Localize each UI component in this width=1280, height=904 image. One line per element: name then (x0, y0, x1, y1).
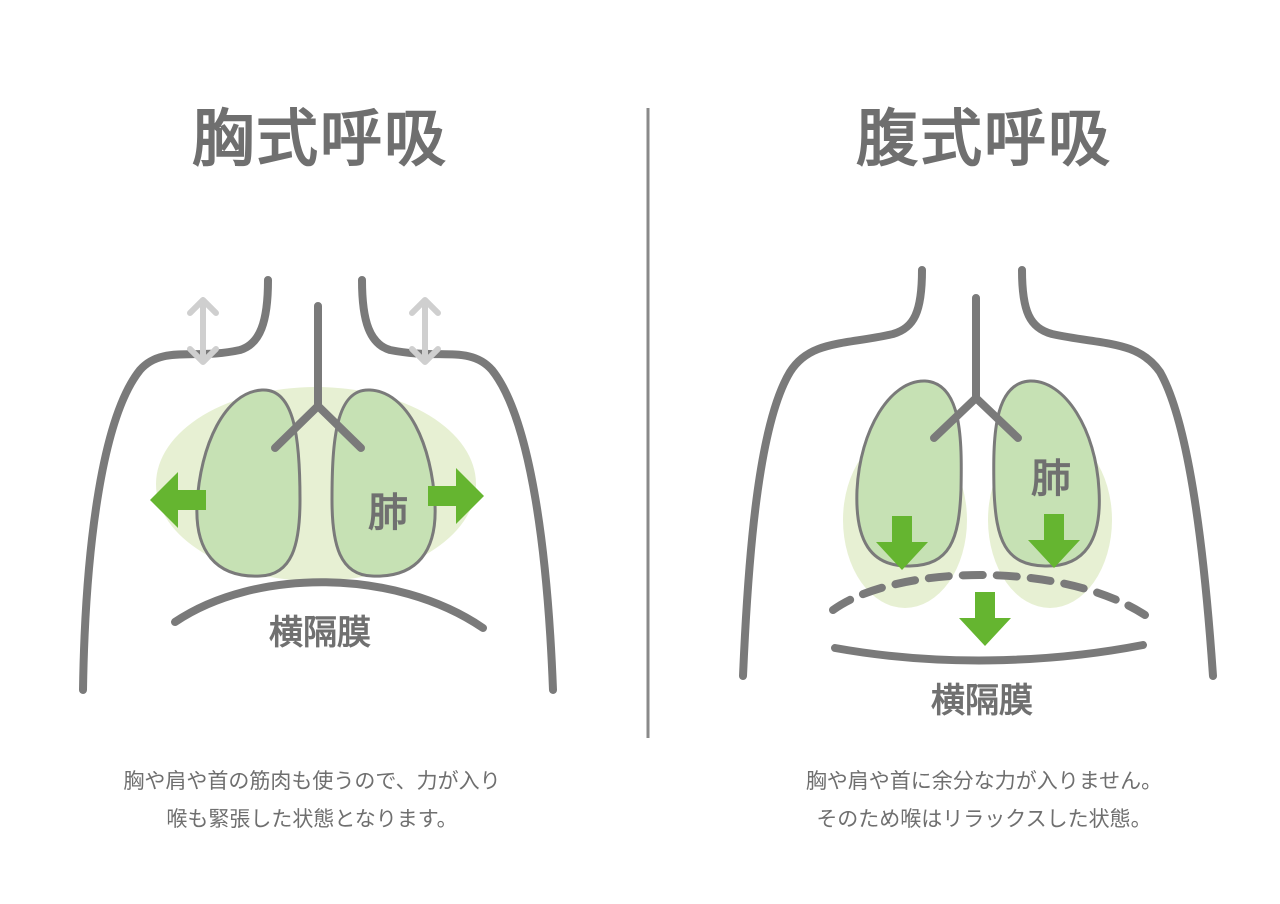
shoulder-up-down-arrow-icon (187, 297, 441, 365)
diaphragm-label-right: 横隔膜 (931, 681, 1033, 721)
diaphragm-right (831, 641, 1147, 665)
left-lung (195, 388, 302, 578)
down-arrow-icon-left-lung (876, 516, 928, 570)
lung-label-left: 肺 (368, 490, 408, 536)
diaphragm-label-left: 横隔膜 (269, 613, 371, 653)
caption-line: そのため喉はリラックスした状態。 (816, 807, 1152, 831)
lung-label-right: 肺 (1031, 456, 1071, 502)
chest-breathing-caption: 胸や肩や首の筋肉も使うので、力が入り 喉も緊張した状態となります。 (32, 762, 592, 838)
caption-line: 胸や肩や首に余分な力が入りません。 (805, 769, 1163, 793)
down-arrow-icon-right-lung (1028, 514, 1080, 568)
trachea-2 (930, 294, 1022, 442)
diaphragm-dashed-before (829, 571, 1149, 619)
torso-outline-right (358, 276, 557, 694)
trachea (271, 302, 365, 452)
abdominal-breathing-title: 腹式呼吸 (855, 102, 1112, 175)
torso-outline-left-2 (739, 266, 926, 680)
abdominal-breathing-caption: 胸や肩や首に余分な力が入りません。 そのため喉はリラックスした状態。 (704, 762, 1264, 838)
expand-left-arrow-icon (150, 472, 206, 528)
left-lung-2 (855, 379, 963, 568)
down-arrow-icon-diaphragm (959, 592, 1011, 646)
chest-breathing-diagram: 肺 横隔膜 (79, 276, 557, 694)
caption-line: 胸や肩や首の筋肉も使うので、力が入り (123, 769, 501, 793)
chest-breathing-title: 胸式呼吸 (191, 102, 448, 175)
torso-outline-left (79, 276, 272, 694)
right-lung (330, 388, 437, 578)
right-lung-2 (992, 379, 1101, 568)
expand-right-arrow-icon (428, 468, 484, 524)
caption-line: 喉も緊張した状態となります。 (166, 807, 458, 831)
torso-outline-right-2 (1018, 266, 1217, 680)
diaphragm-left (171, 578, 487, 632)
abdominal-breathing-diagram: 肺 横隔膜 (739, 266, 1217, 721)
